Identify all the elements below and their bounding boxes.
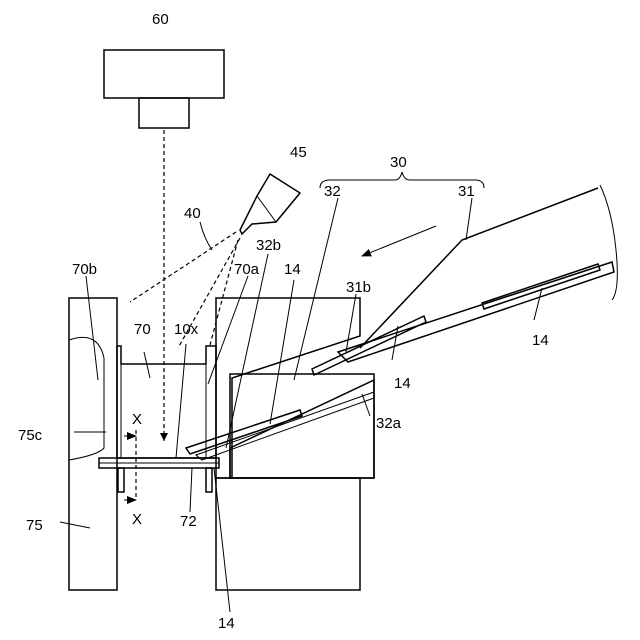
- label-70a: 70a: [234, 261, 260, 278]
- leader-32: [294, 198, 338, 380]
- support-leg-left: [118, 468, 124, 492]
- leader-72: [190, 468, 192, 512]
- label-32b: 32b: [256, 237, 281, 254]
- upper-block: [216, 298, 360, 478]
- label-section-x-top: X: [132, 411, 142, 428]
- label-70b: 70b: [72, 261, 97, 278]
- leader-10x: [176, 344, 186, 458]
- label-31: 31: [458, 183, 475, 200]
- label-14-bottom: 14: [218, 615, 235, 632]
- holder-notch: [69, 337, 104, 460]
- work-stage: [117, 346, 216, 458]
- label-45: 45: [290, 144, 307, 161]
- leader-32b: [226, 254, 268, 448]
- camera-body: [104, 50, 224, 98]
- part-on-chute-1: [482, 264, 600, 309]
- label-75c: 75c: [18, 427, 43, 444]
- label-30: 30: [390, 154, 407, 171]
- label-32a: 32a: [376, 415, 402, 432]
- feeder-upper-edge: [360, 188, 598, 348]
- label-60: 60: [152, 11, 169, 28]
- leader-70: [144, 352, 150, 378]
- label-40: 40: [184, 205, 201, 222]
- label-14-right: 14: [532, 332, 549, 349]
- label-10x: 10x: [174, 321, 199, 338]
- label-32: 32: [324, 183, 341, 200]
- feeder-break-line: [600, 185, 617, 300]
- leader-31: [466, 198, 472, 240]
- label-14-upper: 14: [284, 261, 301, 278]
- leader-75: [60, 522, 90, 528]
- part-on-incline: [186, 410, 302, 454]
- label-75: 75: [26, 517, 43, 534]
- support-leg-right: [206, 468, 212, 492]
- leader-70b: [86, 276, 98, 380]
- label-section-x-bottom: X: [132, 511, 142, 528]
- inclined-guide-block: [230, 380, 374, 478]
- feeder-chute-floor: [338, 262, 614, 362]
- leader-14a: [270, 280, 294, 424]
- leader-14c: [534, 288, 542, 320]
- leader-32a: [362, 394, 370, 416]
- spray-leader-line: [200, 222, 212, 250]
- feed-direction-arrow: [362, 226, 436, 256]
- lower-base-block: [216, 478, 360, 590]
- leader-31b: [346, 294, 356, 352]
- inclined-chute-floor: [196, 392, 374, 460]
- label-72: 72: [180, 513, 197, 530]
- camera-lens: [139, 98, 189, 128]
- optical-axis-arrowhead: [160, 433, 168, 441]
- dispensing-nozzle: [240, 174, 300, 234]
- label-70: 70: [134, 321, 151, 338]
- holder-wall: [69, 298, 117, 590]
- label-14-mid: 14: [394, 375, 411, 392]
- label-31b: 31b: [346, 279, 371, 296]
- camera-unit: [104, 50, 224, 128]
